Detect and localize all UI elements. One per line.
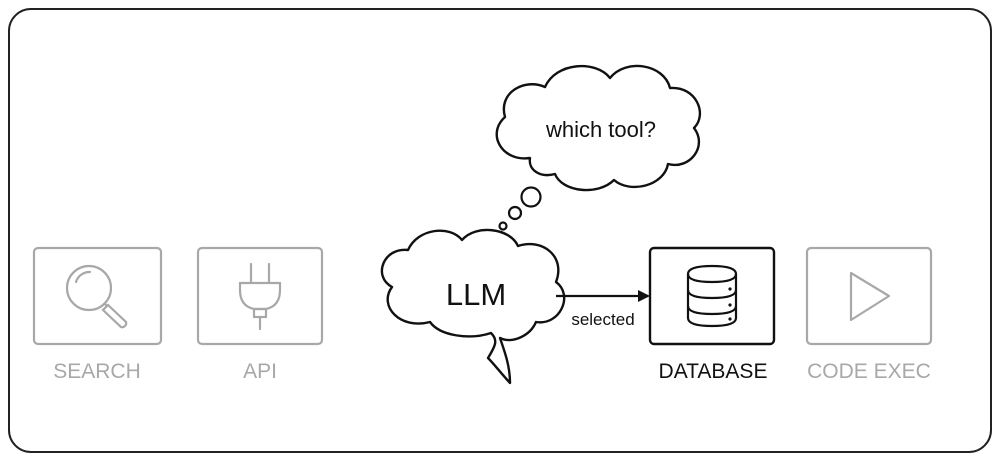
tool-search-box bbox=[32, 246, 163, 346]
tool-code-exec: CODE EXEC bbox=[805, 246, 933, 383]
magnifier-icon bbox=[65, 264, 128, 329]
tool-code-exec-box bbox=[805, 246, 933, 346]
thought-dot-small bbox=[498, 221, 508, 231]
tool-api: API bbox=[196, 246, 324, 383]
tool-code-exec-label: CODE EXEC bbox=[807, 360, 931, 383]
thought-text: which tool? bbox=[545, 117, 656, 142]
llm-cloud: LLM bbox=[380, 228, 566, 385]
tool-database-box bbox=[648, 246, 776, 346]
database-icon bbox=[686, 264, 738, 328]
thought-cloud-shape bbox=[495, 64, 701, 192]
selected-edge: selected bbox=[556, 290, 650, 329]
thought-dot-medium bbox=[507, 205, 523, 221]
selected-edge-label: selected bbox=[571, 310, 634, 329]
llm-label: LLM bbox=[446, 277, 506, 312]
llm-cloud-shape bbox=[380, 228, 566, 385]
tool-database-label: DATABASE bbox=[659, 360, 768, 383]
outer-frame bbox=[8, 8, 992, 453]
tool-search-label: SEARCH bbox=[53, 360, 141, 383]
thought-cloud: which tool? bbox=[495, 64, 701, 192]
tool-api-box bbox=[196, 246, 324, 346]
thought-dot-large bbox=[520, 186, 542, 208]
tool-api-label: API bbox=[243, 360, 277, 383]
thought-dots bbox=[498, 186, 542, 231]
play-icon bbox=[849, 271, 891, 322]
tool-search: SEARCH bbox=[32, 246, 163, 383]
plug-icon bbox=[238, 262, 282, 331]
tool-database: DATABASE bbox=[648, 246, 776, 383]
